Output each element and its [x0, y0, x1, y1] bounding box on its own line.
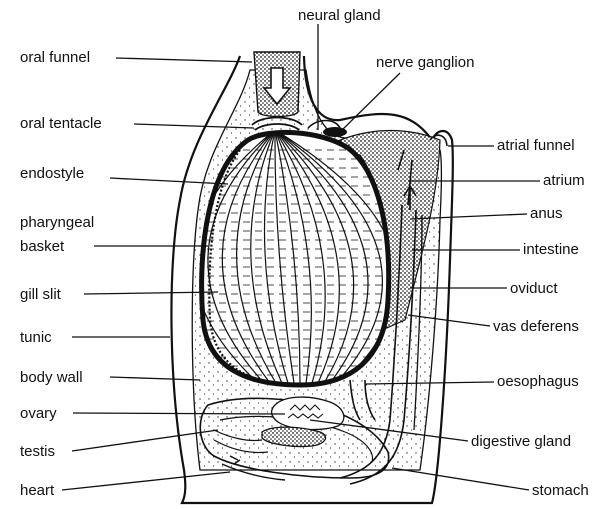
label-anus: anus: [530, 205, 563, 222]
label-basket: basket: [20, 238, 65, 255]
ascidian-body: [171, 52, 452, 503]
label-endostyle: endostyle: [20, 165, 84, 182]
label-body-wall: body wall: [20, 369, 83, 386]
label-oral-funnel: oral funnel: [20, 49, 90, 66]
label-neural-gland: neural gland: [298, 7, 381, 24]
label-pharyngeal: pharyngeal: [20, 214, 94, 231]
label-oesophagus: oesophagus: [497, 373, 579, 390]
label-heart: heart: [20, 482, 55, 499]
label-stomach: stomach: [532, 482, 589, 499]
label-oviduct: oviduct: [510, 280, 558, 297]
label-tunic: tunic: [20, 329, 52, 346]
label-atrial-funnel: atrial funnel: [497, 137, 575, 154]
label-gill-slit: gill slit: [20, 286, 62, 303]
label-digestive-gland: digestive gland: [471, 433, 571, 450]
pharyngeal-basket-outline: [202, 132, 389, 385]
label-oral-tentacle: oral tentacle: [20, 115, 102, 132]
label-atrium: atrium: [543, 172, 585, 189]
label-nerve-ganglion: nerve ganglion: [376, 54, 474, 71]
label-testis: testis: [20, 443, 55, 460]
label-vas-deferens: vas deferens: [493, 318, 579, 335]
label-ovary: ovary: [20, 405, 57, 422]
label-intestine: intestine: [523, 241, 579, 258]
